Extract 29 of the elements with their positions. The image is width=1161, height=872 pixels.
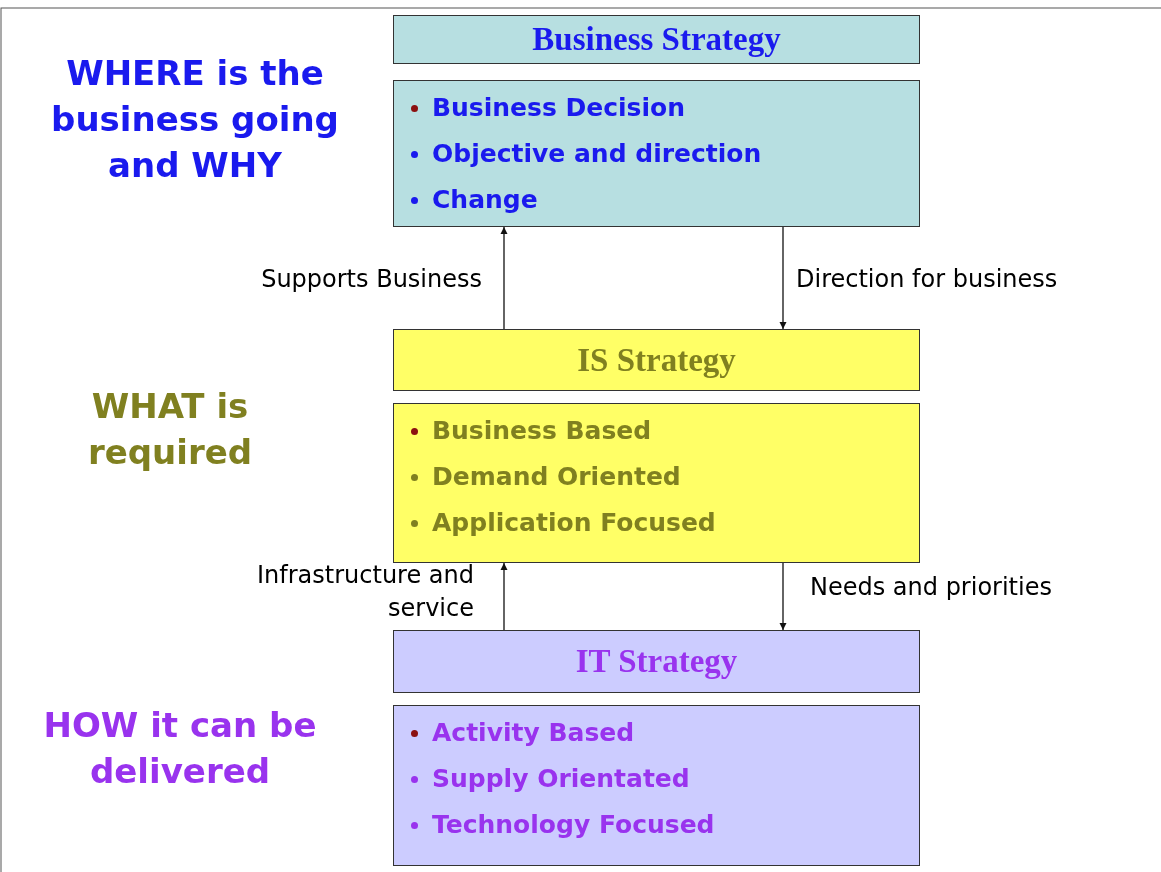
- bullet-item: Technology Focused: [408, 802, 715, 848]
- side-heading: HOW it can be delivered: [42, 704, 318, 793]
- title-box: [393, 15, 920, 64]
- box-heading: IS Strategy: [577, 341, 736, 379]
- bullet-item: Application Focused: [408, 500, 716, 546]
- bullet-item: Change: [408, 177, 538, 223]
- edge-label: Direction for business: [796, 264, 1059, 295]
- box-heading: IT Strategy: [575, 643, 738, 680]
- side-heading: WHERE is the business going and WHY: [50, 52, 340, 187]
- bullet-item: Business Based: [408, 408, 652, 454]
- edge-label: Supports Business: [260, 264, 482, 295]
- bullet-item: Supply Orientated: [408, 756, 690, 802]
- bullet-item: Business Decision: [408, 85, 686, 131]
- arrow: [779, 562, 787, 631]
- title-box: [393, 329, 920, 391]
- arrow: [500, 562, 508, 631]
- bullet-item: Objective and direction: [408, 131, 762, 177]
- box-heading: Business Strategy: [532, 21, 781, 58]
- bullet-item: Demand Oriented: [408, 454, 681, 500]
- edge-label: Infrastructure and service: [256, 560, 474, 624]
- bullet-list-box: [393, 705, 920, 866]
- bullet-list-box: [393, 80, 920, 227]
- arrow: [500, 226, 508, 330]
- side-heading: WHAT is required: [86, 385, 254, 474]
- arrow: [779, 226, 787, 330]
- bullet-item: Activity Based: [408, 710, 635, 756]
- edge-label: Needs and priorities: [810, 572, 1053, 603]
- title-box: [393, 630, 920, 693]
- bullet-list-box: [393, 403, 920, 563]
